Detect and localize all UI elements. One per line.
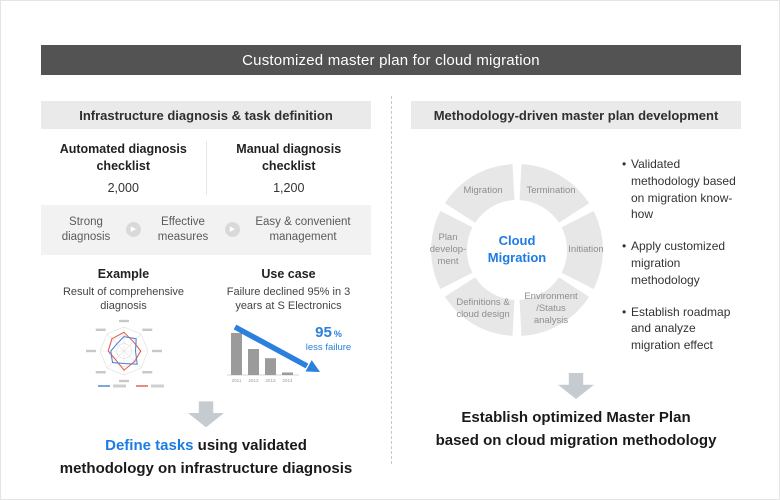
bar-chart-svg: 2011 2012 2013 2014 bbox=[226, 324, 320, 383]
failure-label: less failure bbox=[305, 342, 352, 354]
arrow-glyph: ▶ bbox=[130, 226, 137, 234]
stat-manual-checklist: Manual diagnosis checklist 1,200 bbox=[205, 141, 372, 195]
bullet-text: Apply customized migration methodology bbox=[631, 239, 726, 287]
example-title: Example bbox=[97, 266, 150, 281]
failure-highlight: 95% less failure bbox=[299, 325, 359, 353]
feature-easy-management: Easy & convenient management bbox=[255, 215, 351, 243]
left-conclusion-line1-rest: using validated bbox=[193, 437, 307, 455]
bullet-item: Validated methodology based on migration… bbox=[622, 156, 736, 223]
right-conclusion: Establish optimized Master Plan based on… bbox=[411, 407, 741, 452]
usecase-title: Use case bbox=[261, 266, 316, 281]
left-conclusion-line2: methodology on infrastructure diagnosis bbox=[59, 459, 353, 477]
example-subtitle: Result of comprehensive diagnosis bbox=[62, 285, 185, 313]
radar-chart-svg bbox=[85, 320, 164, 388]
right-conclusion-line2: based on cloud migration methodology bbox=[435, 431, 717, 449]
arrow-glyph: ▶ bbox=[229, 226, 236, 234]
diagnosis-stats: Automated diagnosis checklist 2,000 Manu… bbox=[41, 129, 371, 205]
svg-text:2011: 2011 bbox=[231, 378, 241, 383]
right-panel: Methodology-driven master plan developme… bbox=[411, 101, 741, 452]
svg-text:2013: 2013 bbox=[265, 378, 276, 383]
left-panel-header: Infrastructure diagnosis & task definiti… bbox=[41, 101, 371, 129]
define-tasks-highlight: Define tasks bbox=[105, 437, 194, 455]
left-panel-title: Infrastructure diagnosis & task definiti… bbox=[79, 107, 333, 123]
cycle-ring-svg bbox=[431, 164, 603, 336]
svg-text:2012: 2012 bbox=[248, 378, 259, 383]
usecase-subtitle: Failure declined 95% in 3 years at S Ele… bbox=[226, 285, 351, 313]
down-arrow-icon bbox=[558, 373, 594, 399]
right-conclusion-line1: Establish optimized Master Plan bbox=[461, 409, 691, 426]
migration-cycle-diagram: Migration Termination Plan develop- ment… bbox=[422, 155, 612, 345]
bullet-item: Apply customized migration methodology bbox=[622, 238, 736, 288]
left-panel: Infrastructure diagnosis & task definiti… bbox=[41, 101, 371, 480]
cycle-segment-plan-development: Plan develop- ment bbox=[429, 232, 467, 267]
radar-chart bbox=[54, 319, 194, 393]
arrow-circle-icon: ▶ bbox=[225, 222, 240, 238]
banner-title: Customized master plan for cloud migrati… bbox=[242, 51, 540, 69]
stat-automated-checklist: Automated diagnosis checklist 2,000 bbox=[41, 141, 206, 195]
failure-number: 95 bbox=[315, 324, 332, 342]
arrow-circle-icon: ▶ bbox=[126, 222, 141, 238]
cycle-segment-definitions: Definitions & cloud design bbox=[456, 297, 510, 320]
stat-label: Automated diagnosis checklist bbox=[59, 142, 187, 173]
right-panel-header: Methodology-driven master plan developme… bbox=[411, 101, 741, 129]
stat-value: 1,200 bbox=[273, 180, 305, 195]
bullet-item: Establish roadmap and analyze migration … bbox=[622, 304, 736, 354]
left-conclusion: Define tasks using validated methodology… bbox=[41, 435, 371, 480]
svg-text:2014: 2014 bbox=[282, 378, 293, 383]
failure-unit: % bbox=[333, 329, 342, 340]
bar-chart: 2011 2012 2013 2014 95% less failure bbox=[219, 319, 359, 393]
cycle-segment-environment: Environment /Status analysis bbox=[524, 291, 578, 326]
example-case: Example Result of comprehensive diagnosi… bbox=[41, 267, 206, 394]
stat-value: 2,000 bbox=[107, 180, 139, 195]
failure-value: 95% bbox=[299, 325, 359, 340]
cycle-segment-termination: Termination bbox=[526, 185, 576, 197]
cycle-center-label: Cloud Migration bbox=[487, 233, 547, 265]
down-arrow-icon bbox=[188, 401, 224, 428]
stat-label: Manual diagnosis checklist bbox=[236, 142, 342, 173]
left-conclusion-line1: Define tasks using validated bbox=[41, 435, 371, 458]
cycle-segment-initiation: Initiation bbox=[568, 244, 604, 256]
methodology-bullets: Validated methodology based on migration… bbox=[622, 156, 736, 365]
feature-effective-measures: Effective measures bbox=[157, 215, 209, 243]
bullet-text: Validated methodology based on migration… bbox=[631, 157, 736, 222]
title-banner: Customized master plan for cloud migrati… bbox=[41, 45, 741, 75]
right-body: Migration Termination Plan develop- ment… bbox=[411, 129, 741, 365]
feature-band: Strong diagnosis ▶ Effective measures ▶ … bbox=[41, 204, 371, 255]
case-row: Example Result of comprehensive diagnosi… bbox=[41, 255, 371, 394]
bullet-text: Establish roadmap and analyze migration … bbox=[631, 304, 731, 353]
panel-divider bbox=[391, 96, 392, 464]
usecase-case: Use case Failure declined 95% in 3 years… bbox=[206, 267, 371, 394]
cycle-segment-migration: Migration bbox=[463, 185, 503, 197]
right-panel-title: Methodology-driven master plan developme… bbox=[433, 107, 719, 123]
feature-strong-diagnosis: Strong diagnosis bbox=[61, 215, 111, 243]
